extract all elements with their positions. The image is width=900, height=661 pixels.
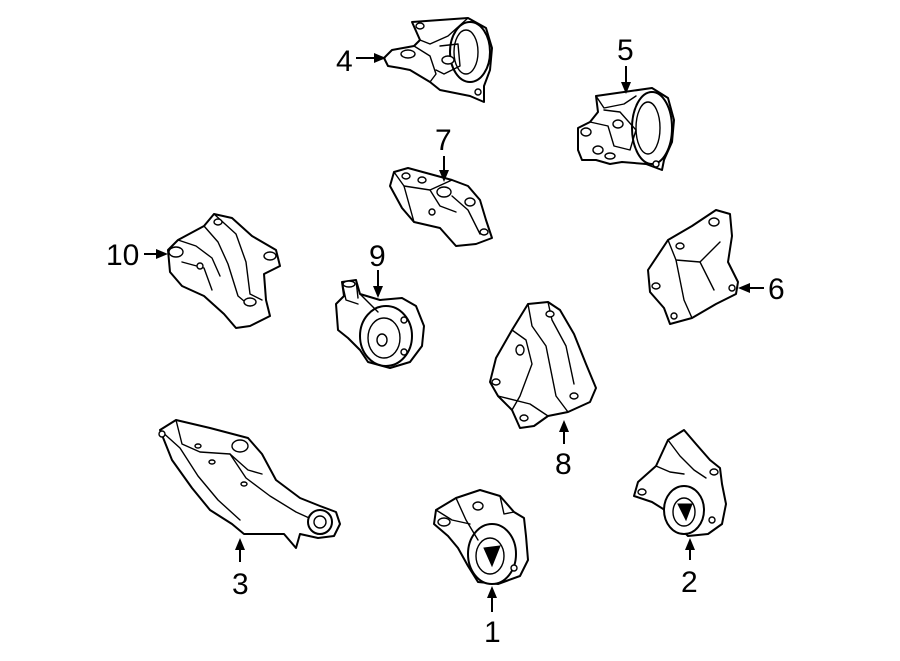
part-8-bracket[interactable] (489, 301, 597, 429)
callout-10: 10 (106, 239, 168, 272)
part-6-bracket[interactable] (647, 209, 739, 325)
callout-1: 1 (484, 586, 501, 649)
callout-label-7: 7 (435, 124, 452, 157)
callout-5: 5 (617, 34, 634, 94)
callout-label-9: 9 (369, 240, 386, 273)
callout-label-10: 10 (106, 239, 139, 272)
part-10-mount[interactable] (167, 213, 281, 329)
callout-9: 9 (369, 240, 386, 298)
callout-7: 7 (435, 124, 452, 182)
callout-3: 3 (232, 538, 249, 601)
callout-6: 6 (738, 273, 785, 306)
callout-2: 2 (681, 538, 698, 599)
callout-label-4: 4 (336, 45, 353, 78)
part-5-mount[interactable] (577, 87, 675, 171)
callout-label-1: 1 (484, 616, 501, 649)
callout-label-8: 8 (555, 448, 572, 481)
callout-label-3: 3 (232, 568, 249, 601)
part-9-mount[interactable] (335, 279, 425, 369)
callout-label-6: 6 (768, 273, 785, 306)
callout-label-5: 5 (617, 34, 634, 67)
callout-label-2: 2 (681, 566, 698, 599)
part-2-mount[interactable] (633, 429, 727, 537)
callout-8: 8 (555, 420, 572, 481)
callout-4: 4 (336, 45, 386, 78)
part-4-mount[interactable] (383, 17, 493, 103)
part-3-bracket[interactable] (158, 419, 341, 549)
part-1-mount[interactable] (433, 489, 529, 585)
part-7-bracket[interactable] (389, 167, 493, 247)
